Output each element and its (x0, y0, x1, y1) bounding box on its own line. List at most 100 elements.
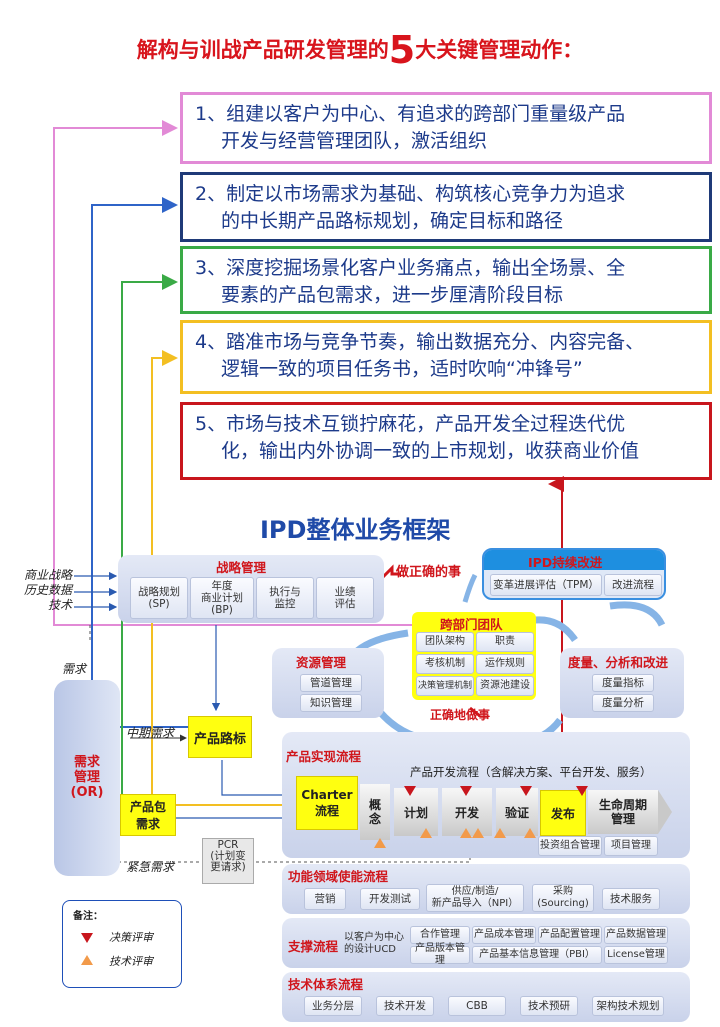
chip-resource-pool: 资源池建设 (476, 676, 534, 696)
input-historical-data: 历史数据 (23, 583, 72, 597)
chip-tech-research: 技术预研 (520, 996, 578, 1016)
demand-management-block (54, 680, 120, 876)
action-4-line1: 4、踏准市场与竞争节奏，输出数据充分、内容完备、 (195, 331, 645, 353)
decision-review-marker (404, 786, 416, 796)
dev-flow-label: 产品开发流程（含解决方案、平台开发、服务） (410, 765, 652, 779)
chip-bp: 年度 商业计划 (BP) (190, 577, 254, 619)
chip-sp: 战略规划 (SP) (130, 577, 188, 619)
action-1-line2: 开发与经营管理团队，激活组织 (221, 130, 488, 152)
tech-system-band: 技术体系流程 业务分层 技术开发 CBB 技术预研 架构技术规划 (282, 972, 690, 1022)
action-4-line2: 逻辑一致的项目任务书，适时吹响“冲锋号” (221, 358, 583, 380)
action-5-line2: 化，输出内外协调一致的上市规划，收获商业价值 (221, 440, 640, 462)
chip-business-layer: 业务分层 (304, 996, 362, 1016)
chip-version: 产品版本管理 (410, 943, 470, 966)
action-box-1: 1、组建以客户为中心、有追求的跨部门重量级产品开发与经营管理团队，激活组织 (180, 92, 712, 164)
chip-cbb: CBB (448, 996, 506, 1016)
chip-supply-npi: 供应/制造/ 新产品导入（NPI） (426, 884, 524, 912)
chip-cost: 产品成本管理 (472, 926, 536, 944)
cross-team-header: 跨部门团队 (440, 617, 503, 632)
chip-tech-service: 技术服务 (602, 888, 660, 910)
do-things-right-note: 正确地做事 (430, 708, 491, 722)
action-2-line1: 2、制定以市场需求为基础、构筑核心竞争力为追求 (195, 183, 626, 205)
func-header: 功能领域使能流程 (288, 869, 389, 884)
measure-header: 度量、分析和改进 (568, 655, 669, 670)
strategy-management-band: 战略管理 战略规划 (SP) 年度 商业计划 (BP) 执行与 监控 业绩 评估 (118, 555, 384, 623)
framework-title: IPD整体业务框架 (260, 516, 451, 544)
legend-decision: 决策评审 (109, 931, 153, 944)
tech-header: 技术体系流程 (288, 977, 364, 992)
action-3-line1: 3、深度挖掘场景化客户业务痛点，输出全场景、全 (195, 257, 626, 279)
support-flow-band: 支撑流程 以客户为中心 的设计UCD 合作管理 产品成本管理 产品配置管理 产品… (282, 918, 690, 968)
ucd-label: 以客户为中心 的设计UCD (344, 932, 404, 955)
legend-box: 备注： 决策评审 技术评审 (62, 900, 182, 988)
chip-performance: 业绩 评估 (316, 577, 374, 619)
chip-data: 产品数据管理 (604, 926, 668, 944)
chip-tpm: 变革进展评估（TPM） (490, 574, 602, 596)
chip-team-structure: 团队架构 (416, 632, 474, 652)
demand-management-label: 需求 管理 (OR) (70, 755, 104, 800)
strategy-header: 战略管理 (216, 560, 267, 575)
chip-license: License管理 (604, 946, 668, 964)
action-box-2: 2、制定以市场需求为基础、构筑核心竞争力为追求的中长期产品路标规划，确定目标和路… (180, 172, 712, 242)
action-box-4: 4、踏准市场与竞争节奏，输出数据充分、内容完备、逻辑一致的项目任务书，适时吹响“… (180, 320, 712, 394)
chip-assessment: 考核机制 (416, 654, 474, 674)
chip-config: 产品配置管理 (538, 926, 602, 944)
chip-cooperation: 合作管理 (410, 926, 470, 944)
roadmap-box: 产品路标 (188, 716, 252, 758)
chip-improve-process: 改进流程 (604, 574, 662, 596)
decision-review-marker (520, 786, 532, 796)
chip-knowledge: 知识管理 (300, 694, 362, 712)
ipd-improve-box: IPD持续改进 变革进展评估（TPM） 改进流程 (482, 548, 666, 600)
page-title: 解构与训战产品研发管理的5大关键管理动作： (0, 28, 720, 72)
action-2-line2: 的中长期产品路标规划，确定目标和路径 (221, 210, 564, 232)
action-1-line1: 1、组建以客户为中心、有追求的跨部门重量级产品 (195, 103, 626, 125)
stage-release: 发布 (540, 790, 586, 836)
technical-review-marker (420, 828, 432, 838)
chip-metrics: 度量指标 (592, 674, 654, 692)
realize-header: 产品实现流程 (286, 749, 362, 764)
chip-execution: 执行与 监控 (256, 577, 314, 619)
decision-review-marker (460, 786, 472, 796)
chip-analysis: 度量分析 (592, 694, 654, 712)
action-5-line1: 5、市场与技术互锁拧麻花，产品开发全过程迭代优 (195, 413, 626, 435)
technical-review-marker (524, 828, 536, 838)
inputs-list: 商业战略 历史数据 技术 (16, 568, 72, 613)
demand-label: 需求 (62, 662, 87, 676)
action-3-line2: 要素的产品包需求，进一步厘清阶段目标 (221, 284, 564, 306)
legend-title: 备注： (73, 911, 103, 922)
input-business-strategy: 商业战略 (23, 568, 72, 582)
decision-review-marker (576, 786, 588, 796)
decision-review-icon (81, 933, 93, 943)
technical-review-marker (472, 828, 484, 838)
charter-box: Charter 流程 (296, 776, 358, 830)
title-pre: 解构与训战产品研发管理的 (136, 38, 389, 62)
chip-operating-rules: 运作规则 (476, 654, 534, 674)
chip-architecture: 架构技术规划 (592, 996, 664, 1016)
technical-review-marker (460, 828, 472, 838)
chip-dev-test: 开发测试 (360, 888, 420, 910)
title-number: 5 (388, 28, 416, 72)
package-requirement-box: 产品包 需求 (120, 794, 176, 836)
measurement-band: 度量、分析和改进 度量指标 度量分析 (560, 648, 684, 718)
ipd-improve-header: IPD持续改进 (528, 555, 603, 570)
chip-sourcing: 采购 (Sourcing) (532, 884, 594, 912)
technical-review-icon (81, 955, 93, 965)
mid-demand-label: 中期需求 (126, 726, 175, 740)
legend-technical: 技术评审 (109, 955, 153, 968)
chip-responsibility: 职责 (476, 632, 534, 652)
do-right-things-note: 做正确的事 (396, 565, 462, 580)
functional-domain-band: 功能领域使能流程 营销 开发测试 供应/制造/ 新产品导入（NPI） 采购 (S… (282, 864, 690, 914)
cross-team-box: 跨部门团队 团队架构 职责 考核机制 运作规则 决策管理机制 资源池建设 (412, 612, 536, 700)
technical-review-marker (494, 828, 506, 838)
chip-pipeline: 管道管理 (300, 674, 362, 692)
chip-portfolio: 投资组合管理 (538, 836, 602, 856)
chip-decision-mechanism: 决策管理机制 (416, 676, 474, 696)
chip-marketing: 营销 (304, 888, 346, 910)
support-header: 支撑流程 (288, 939, 339, 954)
stage-lifecycle: 生命周期 管理 (588, 790, 658, 834)
action-box-5: 5、市场与技术互锁拧麻花，产品开发全过程迭代优化，输出内外协调一致的上市规划，收… (180, 402, 712, 480)
chip-pbi: 产品基本信息管理（PBI） (472, 946, 602, 964)
input-technology: 技术 (47, 598, 72, 612)
product-realization-band: 产品实现流程 产品开发流程（含解决方案、平台开发、服务） Charter 流程 … (282, 732, 690, 858)
chip-project-mgmt: 项目管理 (604, 836, 658, 856)
